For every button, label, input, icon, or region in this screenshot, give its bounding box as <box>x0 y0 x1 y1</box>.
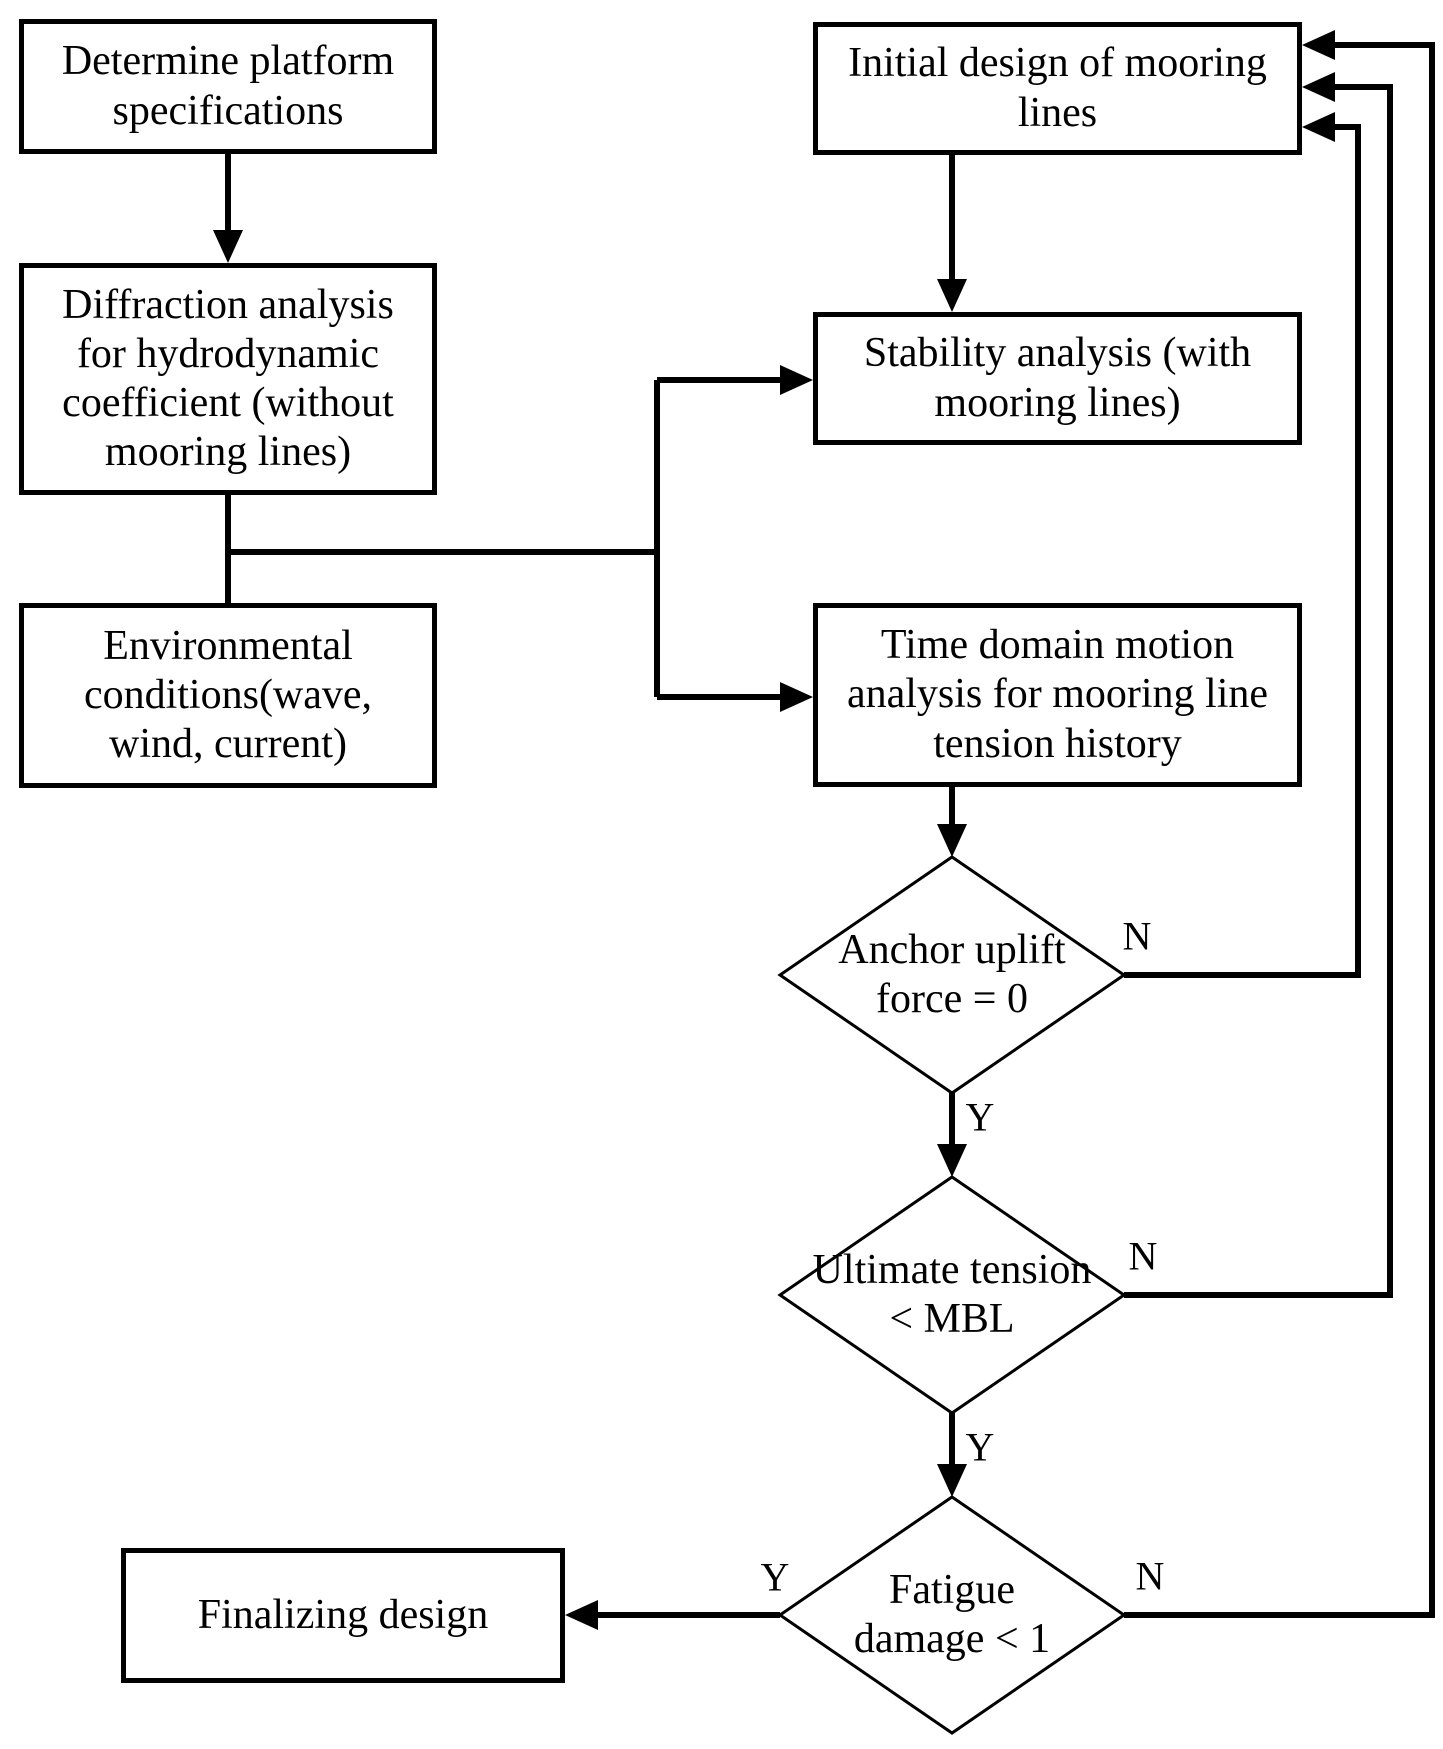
edge-label-anchor-no: N <box>1122 913 1152 959</box>
edge-anchor-yes-to-tension <box>937 1093 967 1177</box>
flow-node-diffraction-analysis: Diffraction analysis for hydrodynamic co… <box>19 263 437 495</box>
flow-node-environmental-conditions: Environmental conditions(wave, wind, cur… <box>19 603 437 788</box>
flow-node-stability-analysis: Stability analysis (with mooring lines) <box>813 312 1302 445</box>
edge-label-tension-no: N <box>1128 1233 1158 1279</box>
edge-determine-to-diffraction <box>213 154 243 263</box>
edge-fatigue-yes-to-finalizing <box>565 1600 780 1630</box>
edge-initial-to-stability <box>937 155 967 312</box>
decision-fatigue-damage-shape <box>777 1495 1127 1735</box>
edge-label-fatigue-no: N <box>1135 1553 1165 1599</box>
flow-node-initial-design: Initial design of mooring lines <box>813 22 1302 155</box>
edge-time-domain-to-anchor <box>937 787 967 857</box>
edge-label-fatigue-yes: Y <box>760 1554 790 1600</box>
edge-tension-yes-to-fatigue <box>937 1413 967 1497</box>
flow-node-finalizing-design: Finalizing design <box>121 1548 565 1683</box>
flow-node-time-domain-analysis: Time domain motion analysis for mooring … <box>813 603 1302 787</box>
decision-ultimate-tension-label: Ultimate tension < MBL <box>812 1246 1092 1342</box>
edge-label-anchor-yes: Y <box>965 1094 995 1140</box>
flow-node-determine-platform: Determine platform specifications <box>19 19 437 154</box>
edge-label-tension-yes: Y <box>965 1424 995 1470</box>
edge-branch-to-time-domain <box>657 682 813 712</box>
edge-fatigue-no-loop <box>1124 30 1435 1618</box>
edge-branch-to-stability <box>657 365 813 395</box>
decision-fatigue-damage-label: Fatigue damage < 1 <box>853 1566 1051 1662</box>
edge-anchor-no-loop <box>1124 112 1361 978</box>
edge-tension-no-loop <box>1124 72 1393 1298</box>
decision-anchor-uplift-label: Anchor uplift force = 0 <box>838 926 1066 1022</box>
decision-anchor-uplift-shape <box>777 855 1127 1095</box>
decision-ultimate-tension-shape <box>777 1175 1127 1415</box>
